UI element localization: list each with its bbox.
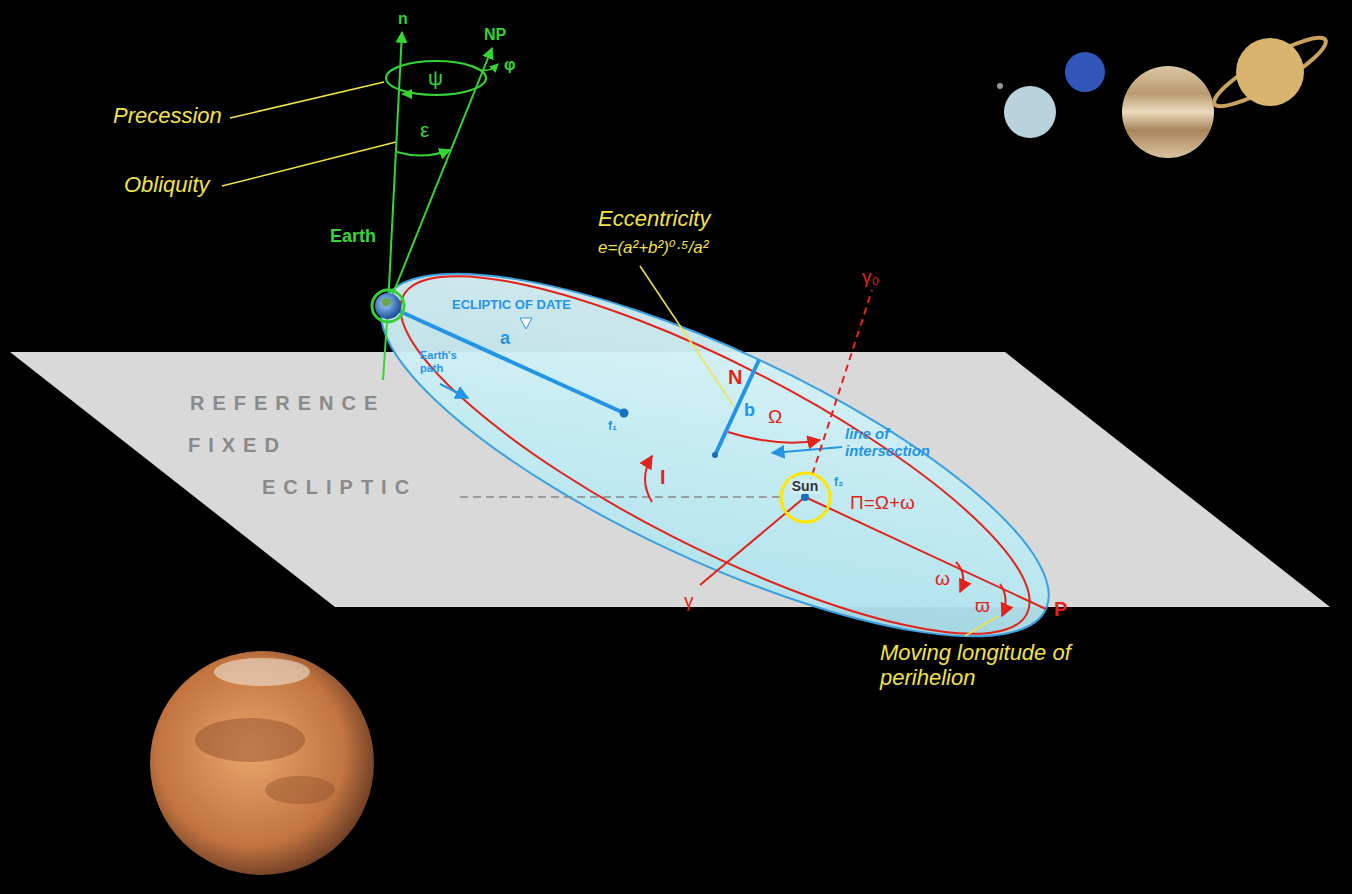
axis-b [715,360,759,455]
sun-circle: Sun [779,471,832,524]
diagram-label: Earth's path [420,349,476,375]
diagram-label: f₂ [834,476,843,490]
jupiter-planet [1122,66,1214,158]
diagram-label: Π=Ω+ω [850,492,915,514]
pointer-triangle [520,318,532,329]
diagram-label: Moving longitude of perihelion [880,640,1120,691]
path-arrow [440,384,468,398]
focus-dot [801,493,809,501]
diagram-label: NP [484,26,506,44]
diagram-label: ψ [428,66,443,90]
axis-a [388,306,624,413]
dashed-line [460,496,780,498]
node-text: Sun [790,479,820,494]
diagram-label: φ [504,56,515,74]
diagram-label: ϖ [975,595,990,617]
perihelion-line [805,497,1046,609]
diagram-label: a [500,328,510,349]
mars-marking [195,718,305,762]
gamma-line [700,497,805,585]
diagram-label: n [398,10,408,28]
inclination-arc [645,456,652,502]
mars-planet [150,651,374,875]
equinox-line [805,290,872,497]
diagram-label: e=(a²+b²)⁰·⁵/a² [598,238,708,258]
diagram-label: Ω [768,406,782,428]
rotation-arrow [472,64,498,71]
neptune-planet [1065,52,1105,92]
diagram-label: Eccentricity [598,206,710,231]
diagram-label: ECLIPTIC OF DATE [452,298,571,313]
earth-ring [372,290,404,322]
red-orbit [361,214,1068,696]
longitude-arc [1000,584,1006,616]
small-planet [997,83,1003,89]
leader-line [965,616,998,636]
precession-ellipse [386,61,486,95]
leader-line [640,266,733,405]
leader-line [222,142,396,186]
diagram-label: Earth [330,226,376,247]
pole-axis [388,48,492,306]
diagram-label: P [1054,598,1067,621]
obliquity-arc [397,150,450,156]
diagram-label: γ [684,590,694,612]
diagram-label: b [744,400,755,421]
omega-arc [728,432,820,443]
diagram-label: γ₀ [862,266,879,288]
saturn-planet [1236,38,1304,106]
normal-axis [388,32,402,306]
diagram-label: REFERENCE [190,392,385,415]
pointer-arrow [772,447,842,453]
uranus-planet [1004,86,1056,138]
diagram-label: ε [420,118,429,142]
orbit-ellipse [340,206,1090,705]
saturn-ring [1208,28,1333,116]
mars-polar-cap [214,658,310,686]
diagram-label: Obliquity [124,172,210,197]
argument-arc [956,562,963,592]
diagram-label: FIXED [188,434,287,457]
leader-line [230,82,384,118]
diagram-label: ω [935,568,950,590]
precession-arrow [401,89,412,99]
diagram-label: ECLIPTIC [262,476,417,499]
focus-dot [620,409,629,418]
diagram-label: f₁ [608,420,617,434]
sun-ring [781,473,830,522]
diagram-label: line of intersection [845,425,945,460]
earth-land [381,298,392,306]
diagram-label: I [660,466,666,489]
earth-globe [375,293,401,319]
mars-marking [265,776,335,804]
diagram-label: N [728,366,742,389]
diagram-label: Precession [113,103,222,128]
center-dot [712,452,718,458]
